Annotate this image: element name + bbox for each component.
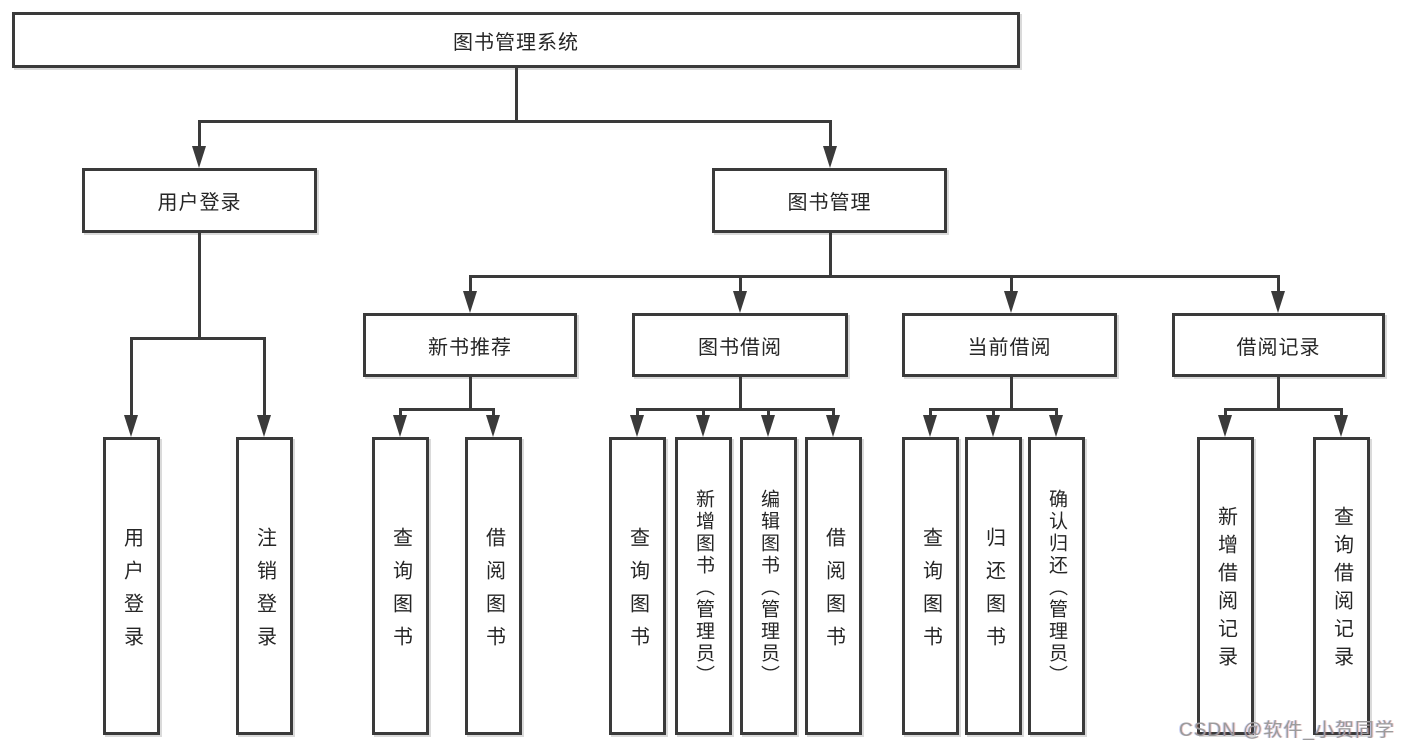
arrow-head-icon [192,146,206,168]
arrow-head-icon [1004,291,1018,313]
node-new-book-recommend: 新书推荐 [363,313,577,377]
connector-trunk [829,233,832,278]
leaf-add-borrow-record: 新增借阅记录 [1197,437,1254,735]
leaf-query-borrow-record: 查询借阅记录 [1313,437,1370,735]
leaf-add-books-admin-label: 新增图书（管理员） [693,488,714,687]
arrow-shaft [1224,408,1227,419]
arrow-shaft [469,275,472,295]
leaf-logout-label: 注销登录 [253,526,276,659]
arrow-shaft [492,408,495,419]
leaf-add-borrow-record-label: 新增借阅记录 [1214,506,1237,674]
arrow-shaft [739,275,742,295]
arrow-head-icon [1271,291,1285,313]
leaf-borrow-books-1-label: 借阅图书 [482,526,505,659]
node-book-borrow: 图书借阅 [632,313,848,377]
leaf-query-books-2: 查询图书 [609,437,666,735]
leaf-borrow-books-1: 借阅图书 [465,437,522,735]
connector-bar [130,337,266,340]
arrow-head-icon [761,415,775,437]
node-book-management: 图书管理 [712,168,947,233]
connector-trunk [1010,377,1013,411]
node-root-label: 图书管理系统 [453,31,579,54]
arrow-shaft [263,337,266,419]
node-user-login: 用户登录 [82,168,317,233]
arrow-shaft [702,408,705,419]
node-book-management-label: 图书管理 [787,192,872,214]
node-borrow-records-label: 借阅记录 [1236,336,1321,359]
leaf-borrow-books-2-label: 借阅图书 [822,526,845,659]
arrow-head-icon [1049,415,1063,437]
leaf-query-borrow-record-label: 查询借阅记录 [1330,506,1353,674]
arrow-head-icon [923,415,937,437]
leaf-query-books-3-label: 查询图书 [919,526,942,659]
leaf-borrow-books-2: 借阅图书 [805,437,862,735]
csdn-watermark: CSDN @软件_小贺同学 [1179,720,1395,741]
arrow-head-icon [463,291,477,313]
leaf-edit-books-admin-label: 编辑图书（管理员） [758,488,779,687]
leaf-user-login: 用户登录 [103,437,160,735]
connector-trunk [739,377,742,411]
leaf-edit-books-admin: 编辑图书（管理员） [740,437,797,735]
arrow-head-icon [1218,415,1232,437]
arrow-head-icon [630,415,644,437]
connector-bar [469,275,1280,278]
node-current-borrow: 当前借阅 [902,313,1117,377]
connector-trunk [1277,377,1280,411]
leaf-return-books-label: 归还图书 [982,526,1005,659]
leaf-user-login-label: 用户登录 [120,526,143,659]
arrow-head-icon [486,415,500,437]
connector-bar [636,408,835,411]
connector-trunk [515,68,518,123]
arrow-shaft [198,120,201,150]
leaf-return-books: 归还图书 [965,437,1022,735]
arrow-shaft [399,408,402,419]
leaf-confirm-return-admin-label: 确认归还（管理员） [1046,488,1067,687]
arrow-head-icon [393,415,407,437]
arrow-head-icon [257,415,271,437]
leaf-query-books-1-label: 查询图书 [389,526,412,659]
arrow-head-icon [1334,415,1348,437]
node-borrow-records: 借阅记录 [1172,313,1385,377]
node-new-book-recommend-label: 新书推荐 [428,336,512,359]
node-root-system: 图书管理系统 [12,12,1020,68]
connector-trunk [469,377,472,411]
arrow-head-icon [733,291,747,313]
arrow-shaft [1010,275,1013,295]
arrow-head-icon [696,415,710,437]
arrow-shaft [130,337,133,419]
node-current-borrow-label: 当前借阅 [967,336,1052,359]
node-book-borrow-label: 图书借阅 [698,336,782,359]
arrow-shaft [1340,408,1343,419]
node-user-login-label: 用户登录 [157,192,242,214]
arrow-head-icon [826,415,840,437]
arrow-shaft [992,408,995,419]
arrow-head-icon [823,146,837,168]
connector-bar [198,120,832,123]
arrow-shaft [829,120,832,150]
leaf-logout: 注销登录 [236,437,293,735]
arrow-shaft [832,408,835,419]
connector-bar [399,408,495,411]
connector-trunk [198,233,201,340]
arrow-shaft [767,408,770,419]
leaf-query-books-3: 查询图书 [902,437,959,735]
arrow-head-icon [124,415,138,437]
arrow-shaft [1277,275,1280,295]
arrow-shaft [929,408,932,419]
arrow-shaft [1055,408,1058,419]
leaf-add-books-admin: 新增图书（管理员） [675,437,732,735]
leaf-confirm-return-admin: 确认归还（管理员） [1028,437,1085,735]
arrow-head-icon [986,415,1000,437]
connector-bar [1224,408,1343,411]
leaf-query-books-2-label: 查询图书 [626,526,649,659]
leaf-query-books-1: 查询图书 [372,437,429,735]
arrow-shaft [636,408,639,419]
